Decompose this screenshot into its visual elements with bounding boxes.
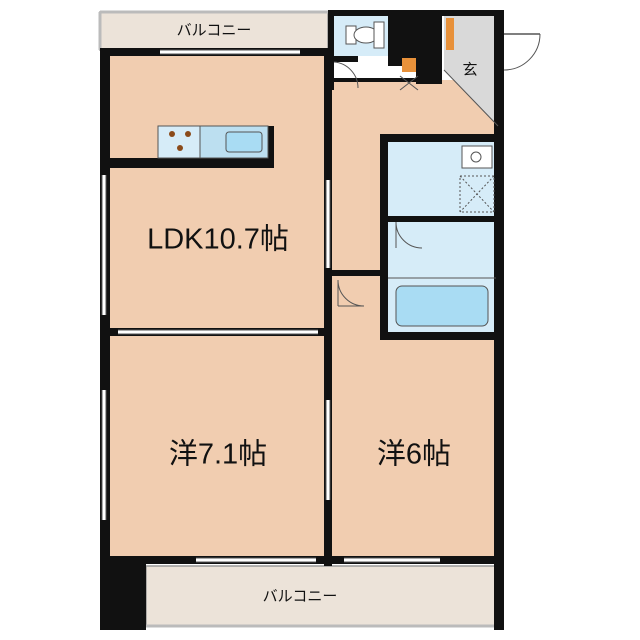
sink bbox=[225, 131, 263, 153]
bathtub bbox=[395, 285, 489, 327]
opening-lines bbox=[101, 49, 440, 563]
burner-icon bbox=[169, 131, 175, 137]
washer-space bbox=[459, 175, 495, 213]
washroom bbox=[395, 145, 495, 249]
stove bbox=[157, 125, 201, 159]
balcony-bottom-label: バルコニー bbox=[263, 588, 338, 605]
toilet-door-swing bbox=[333, 61, 359, 89]
openings bbox=[102, 50, 440, 562]
entrance: 玄 bbox=[399, 18, 541, 127]
burner-icon bbox=[185, 131, 191, 137]
front-door-swing bbox=[503, 33, 541, 71]
entrance-label: 玄 bbox=[462, 61, 477, 79]
balcony-top-label: バルコニー bbox=[177, 22, 252, 39]
burner-icon bbox=[177, 145, 183, 151]
meter-box bbox=[402, 58, 416, 72]
ldk-label: LDK10.7帖 bbox=[147, 223, 289, 256]
room-floors bbox=[108, 54, 498, 558]
kitchen-counter bbox=[157, 125, 269, 159]
balcony-bottom: バルコニー bbox=[145, 565, 499, 628]
balcony-top: バルコニー bbox=[98, 10, 329, 51]
door-swings bbox=[337, 279, 365, 307]
wash-basin bbox=[461, 145, 493, 169]
toilet-fixture bbox=[333, 21, 385, 89]
western-right-label: 洋6帖 bbox=[377, 438, 451, 471]
western-left-label: 洋7.1帖 bbox=[169, 438, 267, 471]
shoe-cabinet bbox=[446, 18, 454, 50]
bathroom bbox=[388, 277, 496, 327]
